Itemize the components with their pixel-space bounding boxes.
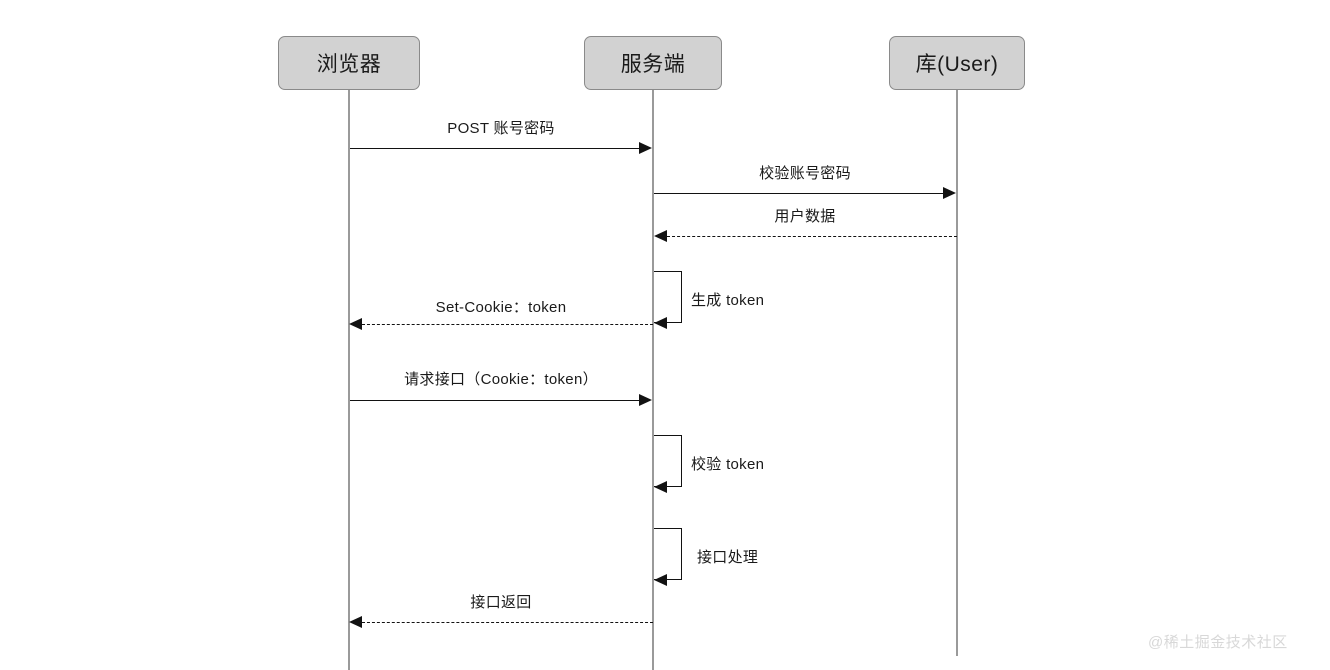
arrowhead-user-data bbox=[654, 230, 667, 242]
message-label-verify-credentials: 校验账号密码 bbox=[759, 165, 851, 182]
arrowhead-generate-token bbox=[654, 317, 667, 329]
arrowhead-set-cookie bbox=[349, 318, 362, 330]
message-label-post-credentials: POST 账号密码 bbox=[447, 120, 555, 137]
self-message-loop-verify-token bbox=[654, 435, 682, 487]
self-message-label-verify-token: 校验 token bbox=[691, 456, 765, 473]
arrowhead-api-response bbox=[349, 616, 362, 628]
participant-browser[interactable]: 浏览器 bbox=[278, 36, 420, 90]
message-line-set-cookie bbox=[362, 324, 653, 325]
message-label-api-request: 请求接口（Cookie：token） bbox=[404, 371, 598, 388]
arrowhead-post-credentials bbox=[639, 142, 652, 154]
arrowhead-verify-credentials bbox=[943, 187, 956, 199]
watermark: @稀土掘金技术社区 bbox=[1148, 634, 1288, 651]
participant-server-label: 服务端 bbox=[620, 53, 686, 76]
participant-database[interactable]: 库(User) bbox=[889, 36, 1025, 90]
participant-server[interactable]: 服务端 bbox=[584, 36, 722, 90]
message-line-verify-credentials bbox=[654, 193, 943, 194]
participant-browser-label: 浏览器 bbox=[316, 53, 382, 76]
message-line-api-request bbox=[350, 400, 639, 401]
self-message-loop-api-handling bbox=[654, 528, 682, 580]
message-line-api-response bbox=[362, 622, 653, 623]
self-message-label-api-handling: 接口处理 bbox=[697, 549, 759, 566]
lifeline-browser bbox=[348, 90, 350, 670]
arrowhead-api-request bbox=[639, 394, 652, 406]
message-label-user-data: 用户数据 bbox=[774, 208, 836, 225]
lifeline-database bbox=[956, 90, 958, 656]
message-line-post-credentials bbox=[350, 148, 639, 149]
participant-database-label: 库(User) bbox=[915, 53, 999, 76]
self-message-label-generate-token: 生成 token bbox=[691, 292, 765, 309]
arrowhead-api-handling bbox=[654, 574, 667, 586]
arrowhead-verify-token bbox=[654, 481, 667, 493]
self-message-loop-generate-token bbox=[654, 271, 682, 323]
message-label-set-cookie: Set-Cookie：token bbox=[435, 299, 567, 316]
lifeline-server bbox=[652, 90, 654, 670]
message-label-api-response: 接口返回 bbox=[470, 594, 532, 611]
message-line-user-data bbox=[667, 236, 957, 237]
